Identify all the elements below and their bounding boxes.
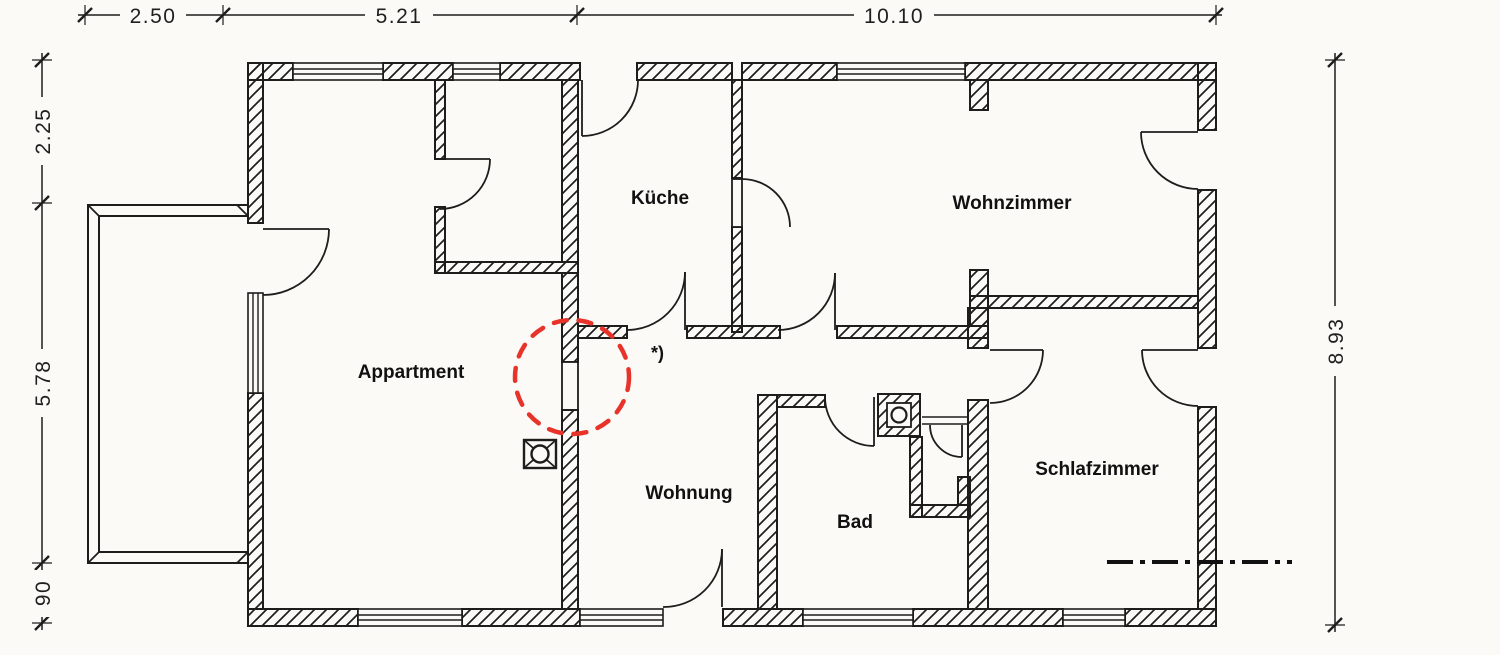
room-label-appartment: Appartment (358, 362, 465, 383)
window-small-room-top (452, 62, 501, 81)
dim-ticks-left (32, 52, 52, 631)
window-wohnzimmer-top (836, 62, 966, 81)
window-bad-bottom (802, 608, 914, 627)
door-balcony-appartment (262, 228, 330, 296)
dimension-lines: 2.50 5.21 10.10 2.25 5.78 90 8.93 (30, 3, 1348, 633)
footnote-marker: *) (651, 343, 664, 363)
window-wohnung-bottom (579, 608, 664, 627)
door-bad (824, 396, 875, 447)
dim-top-2: 5.21 (376, 5, 423, 28)
room-label-wohnzimmer: Wohnzimmer (953, 193, 1073, 214)
door-kueche-wohnzimmer (731, 178, 791, 228)
room-labels: Küche Wohnzimmer Appartment Wohnung Bad … (358, 188, 1160, 533)
dim-right-1: 8.93 (1325, 318, 1348, 365)
door-corridor-kueche (626, 271, 686, 331)
walled-opening-highlighted (561, 361, 579, 411)
window-appartment-left (247, 292, 264, 394)
exterior-walls (247, 62, 1217, 627)
dim-ticks-top (77, 5, 1224, 25)
door-wc-niche (929, 424, 963, 458)
interior-walls (434, 79, 1199, 610)
door-entrance-kueche-top (581, 79, 639, 137)
dim-left-3: 90 (32, 580, 55, 606)
ventilation-shaft-icon (877, 393, 921, 437)
room-label-wohnung: Wohnung (645, 483, 732, 504)
door-schlafzimmer (989, 349, 1044, 404)
dim-left-2: 5.78 (32, 360, 55, 407)
balcony (87, 204, 249, 564)
room-label-schlafzimmer: Schlafzimmer (1035, 459, 1159, 480)
dim-top-1: 2.50 (130, 5, 177, 28)
door-schlafzimmer-french (1141, 349, 1199, 407)
dim-left-1: 2.25 (32, 108, 55, 155)
dim-ticks-right (1325, 52, 1345, 633)
doors (262, 79, 1199, 608)
room-label-bad: Bad (837, 512, 873, 533)
door-corridor-wohnzimmer (777, 272, 836, 331)
window-appartment-top (292, 62, 384, 81)
window-schlafzimmer-bottom (1062, 608, 1126, 627)
door-wohnzimmer-french (1140, 131, 1199, 190)
windows (247, 62, 1126, 627)
chimney-flue-icon (522, 438, 558, 470)
door-small-room (439, 158, 491, 210)
highlight-circle (512, 317, 632, 437)
window-appartment-bottom (357, 608, 463, 627)
door-wohnung-entrance (662, 548, 723, 608)
room-label-kueche: Küche (631, 188, 689, 209)
dim-top-3: 10.10 (864, 5, 924, 28)
